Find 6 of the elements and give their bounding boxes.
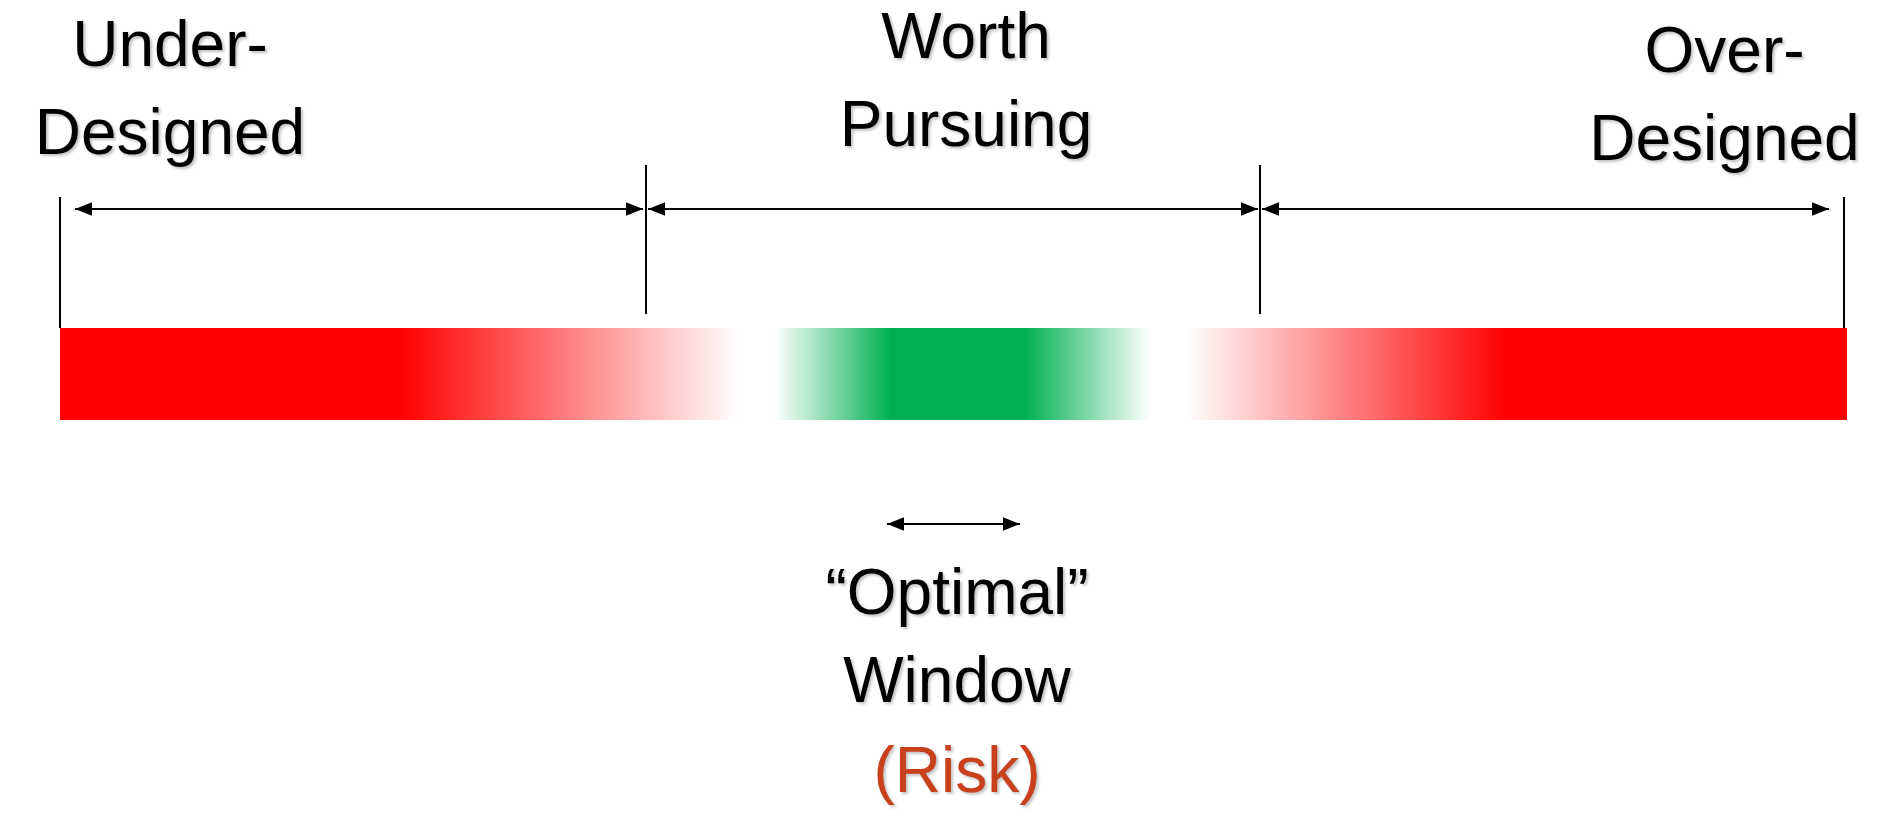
range-label: Worth Pursuing	[838, 0, 1094, 162]
range-label: Under- Designed	[33, 7, 307, 170]
gradient-bar	[60, 328, 1847, 420]
range-label: “Optimal” Window	[824, 555, 1090, 718]
range-label: Over- Designed	[1588, 13, 1861, 176]
range-label: (Risk)	[872, 733, 1042, 808]
